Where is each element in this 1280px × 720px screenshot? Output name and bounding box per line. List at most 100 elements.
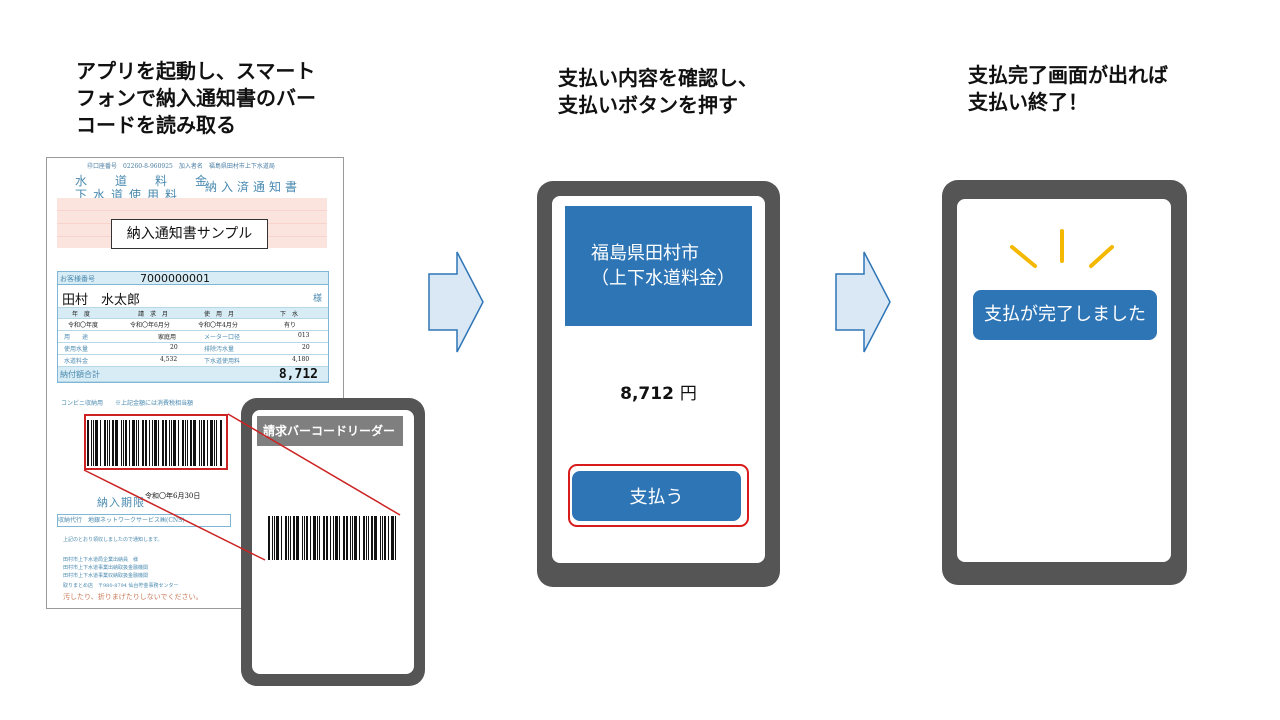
barcode-bar	[207, 420, 208, 466]
pay-button-highlight	[568, 464, 749, 527]
barcode-bar	[285, 516, 287, 560]
barcode-bar	[87, 420, 89, 466]
detail-value: 20	[302, 344, 310, 351]
barcode-bar	[107, 420, 108, 466]
detail-value: 4,180	[292, 356, 310, 363]
payment-amount: 8,712 円	[552, 379, 765, 404]
barcode-bar	[149, 420, 150, 466]
barcode-bar	[123, 420, 124, 466]
column-header: 年 度	[72, 311, 91, 318]
barcode-bar	[288, 516, 289, 560]
deadline-date: 令和〇年6月30日	[145, 492, 201, 500]
barcode-bar	[380, 516, 381, 560]
barcode-bar	[359, 516, 360, 560]
barcode-bar	[326, 516, 328, 560]
barcode-icon	[266, 516, 400, 560]
barcode-bar	[268, 516, 270, 560]
step1-title: アプリを起動し、スマート フォンで納入通知書のバー コードを読み取る	[76, 59, 316, 137]
office-line: 取りまとめ店 〒980-8794 仙台貯金事務センター	[63, 583, 179, 589]
column-value-row: 令和〇年度 令和〇年6月分 令和〇年4月分 有り	[58, 319, 328, 331]
account-line: ㊞口座番号 02260-8-960925 加入者名 福島県田村市上下水道局	[87, 163, 275, 170]
barcode-bar	[171, 420, 172, 466]
column-value: 有り	[284, 322, 297, 329]
barcode-bar	[290, 516, 291, 560]
barcode-bar	[281, 516, 282, 560]
customer-number-row: お客様番号 7000000001	[58, 272, 328, 285]
handling-warning: 汚したり、折りまげたりしないでください。	[63, 593, 203, 601]
barcode-bar	[339, 516, 340, 560]
barcode-bar	[368, 516, 369, 560]
customer-name: 田村 水太郎	[62, 293, 141, 308]
step2-title: 支払い内容を確認し、 支払いボタンを押す	[558, 66, 758, 117]
barcode-bar	[165, 420, 167, 466]
barcode-bar	[162, 420, 164, 466]
detail-value: 013	[298, 332, 310, 339]
pay-button[interactable]: 支払う	[572, 471, 741, 521]
barcode-bar	[323, 516, 325, 560]
phone-barcode-reader: 請求バーコードリーダー	[241, 398, 425, 686]
barcode-bar	[319, 516, 320, 560]
barcode-bar	[210, 420, 213, 466]
barcode-bar	[100, 420, 101, 466]
deadline-label: 納入期限	[97, 496, 145, 509]
invoice-table: お客様番号 7000000001 田村 水太郎 様 年 度 請 求 月 使 用 …	[57, 271, 329, 383]
barcode-bar	[214, 420, 215, 466]
customer-number: 7000000001	[140, 272, 210, 285]
detail-row: 使用水量 20 排除汚水量 20	[58, 343, 328, 355]
barcode-bar	[366, 516, 367, 560]
detail-label: 下水道使用料	[204, 358, 241, 365]
barcode-bar	[374, 516, 377, 560]
barcode-bar	[95, 420, 98, 466]
payment-complete-message: 支払が完了しました	[973, 290, 1157, 340]
collection-agent: 収納代行 地銀ネットワークサービス㈱(CNS)	[57, 514, 231, 527]
total-amount: 8,712	[278, 367, 318, 382]
reader-header: 請求バーコードリーダー	[257, 416, 403, 446]
barcode-bar	[142, 420, 144, 466]
total-row: 納付額合計 8,712	[58, 367, 328, 382]
invoice-heading-type: 納入済通知書	[205, 180, 302, 194]
barcode-bar	[306, 516, 308, 560]
column-value: 令和〇年6月分	[130, 322, 170, 329]
sample-label: 納入通知書サンプル	[111, 219, 268, 249]
barcode-bar	[138, 420, 139, 466]
barcode-bar	[158, 420, 159, 466]
barcode-bar	[145, 420, 147, 466]
invoice-heading-water: 水 道 料 金	[75, 174, 216, 188]
column-header-row: 年 度 請 求 月 使 用 月 下 水	[58, 308, 328, 319]
barcode-bar	[91, 420, 92, 466]
payee-banner: 福島県田村市 （上下水道料金）	[565, 206, 752, 326]
payment-notice-document: ㊞口座番号 02260-8-960925 加入者名 福島県田村市上下水道局 水 …	[46, 157, 344, 609]
barcode-bar	[371, 516, 373, 560]
detail-value: 20	[170, 344, 178, 351]
right-arrow-icon	[835, 251, 891, 353]
barcode-bar	[384, 516, 386, 560]
customer-name-row: 田村 水太郎 様	[58, 285, 328, 308]
currency-unit: 円	[679, 384, 697, 404]
phone-screen: 福島県田村市 （上下水道料金） 8,712 円 支払う	[552, 196, 765, 563]
barcode-bar	[350, 516, 351, 560]
office-line: 田村市上下水道事業収納取扱金融機関	[63, 573, 149, 579]
honorific: 様	[312, 294, 322, 304]
barcode-bar	[363, 516, 365, 560]
right-arrow-icon	[428, 251, 484, 353]
barcode-bar	[335, 516, 338, 560]
detail-label: 排除汚水量	[204, 346, 235, 353]
office-line: 田村市上下水道事業出納取扱金融機関	[63, 565, 149, 571]
column-value: 令和〇年4月分	[198, 322, 238, 329]
barcode-bar	[115, 420, 118, 466]
barcode-bar	[395, 516, 396, 560]
barcode-bar	[104, 420, 106, 466]
detail-row: 水道料金 4,532 下水道使用料 4,180	[58, 355, 328, 367]
column-value: 令和〇年度	[68, 322, 99, 329]
barcode-bar	[203, 420, 205, 466]
barcode-bar	[304, 516, 305, 560]
total-label: 納付額合計	[60, 370, 100, 379]
barcode-bar	[310, 516, 311, 560]
detail-label: 水道料金	[64, 358, 89, 365]
receipt-notice: 上記のとおり領収しましたので通知します。	[63, 537, 163, 543]
barcode-bar	[330, 516, 331, 560]
barcode-bar	[313, 516, 316, 560]
barcode-bar	[302, 516, 303, 560]
barcode-bar	[382, 516, 383, 560]
